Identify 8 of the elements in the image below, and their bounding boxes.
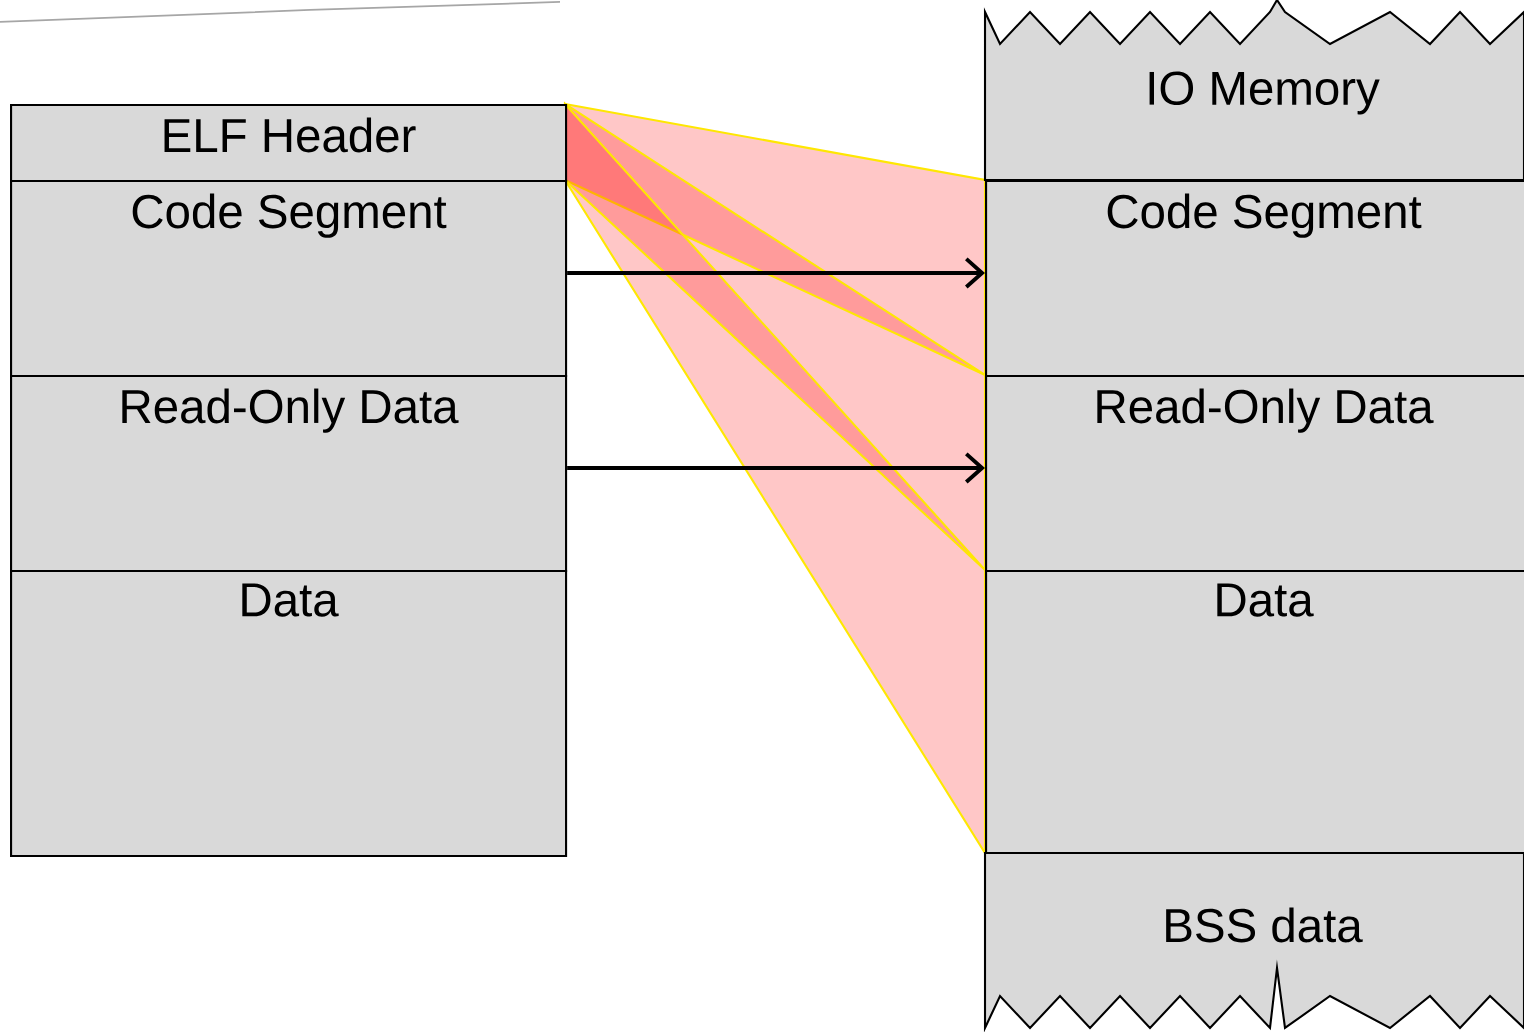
memory-segment-box: Code Segment (985, 180, 1524, 378)
arrow (567, 452, 985, 484)
arrow (567, 257, 985, 289)
memory-segment-box: ELF Header (10, 104, 568, 183)
memory-segment-box: Read-Only Data (10, 375, 568, 573)
memory-segment-box: Read-Only Data (985, 375, 1524, 573)
memory-region: IO Memory (983, 0, 1524, 182)
memory-segment-box: Data (10, 570, 568, 858)
